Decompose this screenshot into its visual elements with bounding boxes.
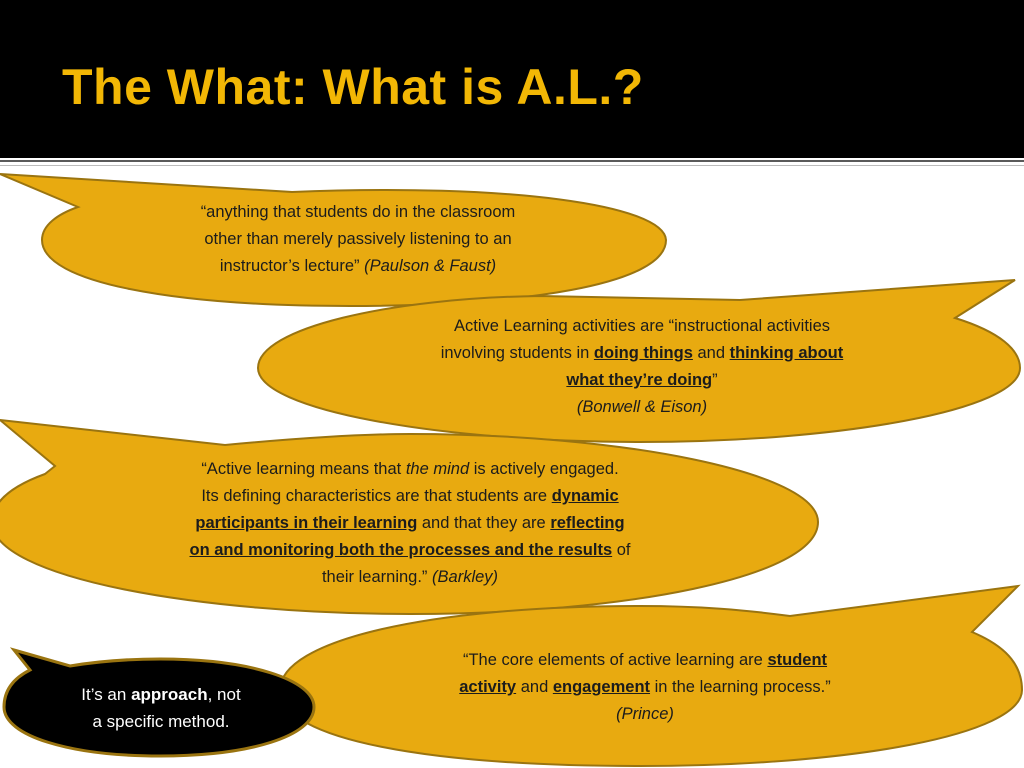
emphasis: dynamic [551, 487, 619, 505]
emphasis: activity [459, 678, 517, 696]
quote-bonwell-eison: Active Learning activities are “instruct… [372, 313, 912, 421]
emphasis-italic: the mind [405, 460, 470, 478]
quote-text: is actively engaged. [473, 460, 619, 478]
quote-text: and [697, 344, 726, 362]
quote-text: of [616, 541, 631, 559]
quote-text: their learning.” [321, 568, 428, 586]
emphasis: thinking about [729, 344, 844, 362]
divider-line [0, 160, 1024, 162]
emphasis: reflecting [550, 514, 625, 532]
note-text: , not [207, 685, 241, 704]
title-bar [0, 0, 1024, 158]
slide-title: The What: What is A.L.? [62, 59, 644, 115]
emphasis: doing things [593, 344, 693, 362]
speech-bubble-4 [278, 584, 1024, 768]
quote-text: ” [712, 371, 718, 389]
emphasis-bold: approach [131, 685, 208, 704]
speech-bubble-dark [2, 647, 316, 758]
speech-bubble-2 [256, 279, 1022, 444]
quote-paulson-faust: “anything that students do in the classr… [128, 199, 588, 280]
emphasis: on and monitoring both the processes and… [189, 541, 613, 559]
approach-note: It’s an approach, not a specific method. [30, 681, 292, 735]
quote-text: and [520, 678, 549, 696]
divider-line-thin [0, 165, 1024, 166]
quote-line: other than merely passively listening to… [204, 230, 512, 248]
note-text: It’s an [81, 685, 127, 704]
quote-text: “Active learning means that [201, 460, 402, 478]
citation: (Bonwell & Eison) [576, 398, 708, 416]
quote-line: instructor’s lecture” [219, 257, 360, 275]
citation: (Barkley) [432, 568, 499, 586]
quote-text: involving students in [440, 344, 590, 362]
emphasis: student [767, 651, 828, 669]
citation: (Paulson & Faust) [364, 257, 497, 275]
gold-bubble-shapes [0, 173, 1024, 768]
quote-text: “The core elements of active learning ar… [462, 651, 763, 669]
note-text: a specific method. [92, 712, 230, 731]
quote-barkley: “Active learning means that the mind is … [120, 456, 700, 591]
quote-text: Its defining characteristics are that st… [201, 487, 548, 505]
emphasis: participants in their learning [195, 514, 418, 532]
emphasis: what they’re doing [566, 371, 713, 389]
speech-bubble-3 [0, 418, 820, 616]
quote-text: in the learning process.” [654, 678, 831, 696]
emphasis: engagement [552, 678, 651, 696]
quote-line: “anything that students do in the classr… [200, 203, 516, 221]
citation: (Prince) [616, 705, 674, 723]
quote-prince: “The core elements of active learning ar… [395, 647, 895, 728]
quote-text: and that they are [421, 514, 546, 532]
quote-line: Active Learning activities are “instruct… [454, 317, 830, 335]
